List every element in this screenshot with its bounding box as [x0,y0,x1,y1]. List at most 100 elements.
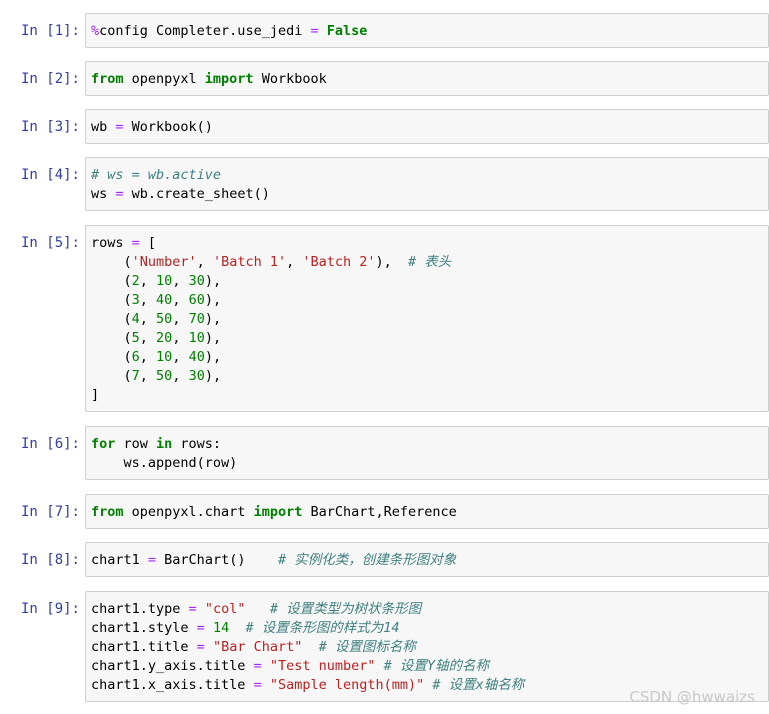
code-token [205,620,213,636]
code-line: (5, 20, 10), [91,329,763,348]
code-token: openpyxl [123,71,205,87]
code-input[interactable]: %config Completer.use_jedi = False [85,13,769,48]
code-line: ('Number', 'Batch 1', 'Batch 2'), # 表头 [91,253,763,272]
code-token: openpyxl.chart [123,504,254,520]
code-token: # 表头 [408,254,452,270]
code-token: for [91,436,116,452]
code-token: "col" [204,601,246,617]
code-block: from openpyxl.chart import BarChart,Refe… [91,503,763,522]
code-token: 'Batch 2' [302,254,376,270]
code-token: chart1 [91,552,148,568]
code-token: BarChart() [156,552,278,568]
cell-prompt: In [9]: [20,601,80,617]
code-token: 10 [156,349,173,365]
code-token: ), [204,273,222,289]
code-token [245,601,269,617]
code-input[interactable]: from openpyxl import Workbook [85,61,769,96]
code-token: 60 [188,292,205,308]
code-token: , [139,292,157,308]
code-token: # 设置Y轴的名称 [383,658,490,674]
code-token: 50 [156,368,173,384]
code-token: = [253,677,262,693]
code-token: = [310,23,319,39]
code-token: # 设置x轴名称 [432,677,525,693]
code-token: row [115,436,157,452]
code-line: chart1.type = "col" # 设置类型为树状条形图 [91,600,763,619]
code-token: , [139,330,157,346]
code-token: = [115,119,124,135]
code-token: ( [91,330,132,346]
cell-prompt: In [2]: [20,71,80,87]
code-token: chart1.type [91,601,189,617]
code-token: chart1.title [91,639,197,655]
code-token: = [115,186,124,202]
code-token: 40 [156,292,173,308]
code-token: = [131,235,140,251]
cell-prompt: In [7]: [20,504,80,520]
code-token: = [253,658,262,674]
code-token: 3 [131,292,140,308]
cell-prompt: In [6]: [20,436,80,452]
code-token: ( [91,292,132,308]
code-token: 'Batch 1' [212,254,287,270]
code-token: 50 [156,311,173,327]
code-line: (3, 40, 60), [91,291,763,310]
code-line: ws = wb.create_sheet() [91,185,763,204]
code-line: chart1.y_axis.title = "Test number" # 设置… [91,657,763,676]
code-token: wb.create_sheet() [123,186,270,202]
code-token: from [91,504,124,520]
cell-prompt: In [1]: [20,23,80,39]
code-token: False [318,23,368,39]
code-token: ), [375,254,409,270]
code-token: from [91,71,124,87]
code-token: 7 [131,368,140,384]
code-token: ), [204,311,222,327]
code-token: = [196,639,205,655]
code-line: %config Completer.use_jedi = False [91,22,763,41]
code-token: , [139,273,157,289]
code-line: chart1.style = 14 # 设置条形图的样式为14 [91,619,763,638]
code-token: ( [91,349,132,365]
code-token: rows [91,235,132,251]
code-line: (6, 10, 40), [91,348,763,367]
watermark: CSDN @hwwaizs [629,688,755,706]
code-token: 20 [156,330,173,346]
code-token: 6 [131,349,140,365]
code-line: (2, 10, 30), [91,272,763,291]
code-line: chart1 = BarChart() # 实例化类，创建条形图对象 [91,551,763,570]
code-token [205,639,213,655]
code-token: 'Number' [131,254,197,270]
code-line: wb = Workbook() [91,118,763,137]
cell-prompt: In [4]: [20,167,80,183]
code-token: "Sample length(mm)" [269,677,425,693]
code-token [197,601,205,617]
code-token: , [139,311,157,327]
code-token: , [172,330,189,346]
code-input[interactable]: from openpyxl.chart import BarChart,Refe… [85,494,769,529]
code-token: , [172,368,189,384]
code-token: 4 [131,311,140,327]
code-token: = [196,620,205,636]
code-token: in [156,436,173,452]
code-input[interactable]: rows = [ ('Number', 'Batch 1', 'Batch 2'… [85,225,769,412]
code-token: wb [91,119,116,135]
code-token [262,677,270,693]
code-token: 10 [156,273,173,289]
code-input[interactable]: chart1 = BarChart() # 实例化类，创建条形图对象 [85,542,769,577]
code-block: from openpyxl import Workbook [91,70,763,89]
code-input[interactable]: for row in rows: ws.append(row) [85,426,769,480]
code-token: config Completer.use_jedi [99,23,311,39]
code-token [229,620,245,636]
code-token: , [172,311,189,327]
code-token: ), [204,349,222,365]
code-token: 40 [188,349,205,365]
code-token: 70 [188,311,205,327]
code-token: ( [91,368,132,384]
code-input[interactable]: wb = Workbook() [85,109,769,144]
code-line: # ws = wb.active [91,166,763,185]
code-token: "Test number" [269,658,376,674]
